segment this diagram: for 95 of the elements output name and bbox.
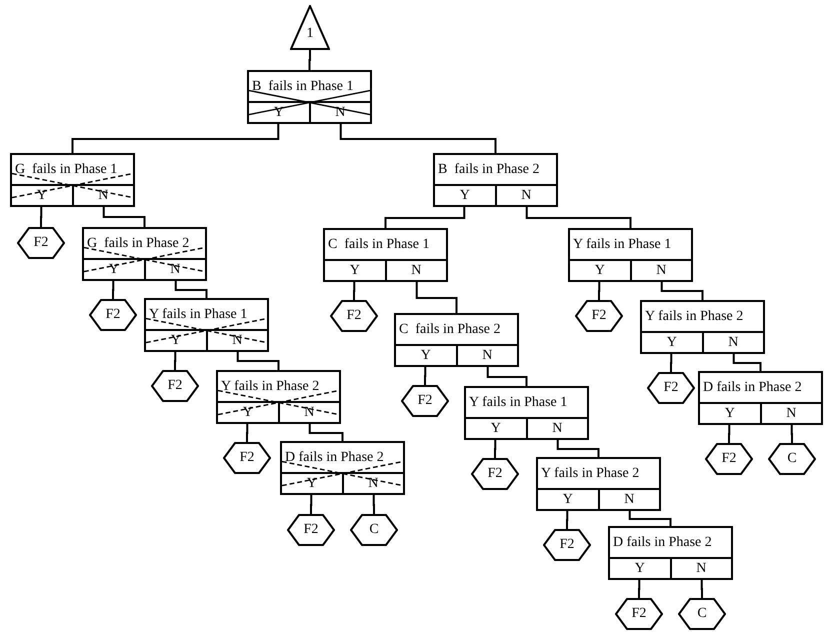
yes-label: Y — [562, 492, 573, 506]
end-label: F2 — [632, 607, 646, 621]
connector-line — [40, 207, 42, 227]
yes-label: Y — [634, 562, 645, 576]
end-label: F2 — [34, 236, 48, 250]
end-label: C — [697, 607, 707, 621]
yes-label: Y — [490, 422, 501, 436]
condition-label: Y fails in Phase 1 — [469, 396, 568, 410]
connector-line — [628, 511, 672, 526]
connector-line — [486, 367, 528, 386]
end-label: F2 — [722, 452, 736, 466]
connector-line — [308, 50, 311, 70]
connector-line — [526, 207, 632, 228]
end-label: F2 — [418, 394, 432, 408]
connector-line — [308, 424, 344, 441]
decision-box — [433, 153, 558, 207]
connector-line — [728, 425, 730, 443]
decision-box — [568, 228, 693, 282]
end-label: F2 — [168, 379, 182, 393]
end-label: F2 — [560, 538, 574, 552]
condition-label: D fails in Phase 2 — [285, 450, 384, 464]
no-label: N — [411, 264, 422, 278]
condition-label: Y fails in Phase 2 — [541, 466, 640, 480]
no-label: N — [521, 188, 532, 202]
no-label: N — [728, 336, 738, 350]
condition-label: G fails in Phase 2 — [87, 236, 190, 250]
condition-label: G fails in Phase 1 — [15, 162, 118, 176]
decision-box — [608, 526, 733, 580]
connector-line — [638, 580, 640, 598]
connector-line — [112, 281, 114, 299]
no-label: N — [304, 406, 314, 420]
connector-line — [732, 354, 762, 371]
condition-label: Y fails in Phase 2 — [221, 380, 320, 394]
yes-label: Y — [594, 264, 605, 278]
end-label: F2 — [346, 309, 362, 323]
connector-line — [556, 440, 600, 457]
no-label: N — [656, 264, 666, 278]
condition-label: Y fails in Phase 1 — [149, 308, 248, 322]
connector-line — [566, 511, 568, 529]
end-label: F2 — [664, 381, 678, 395]
no-label: N — [98, 188, 108, 202]
connector-line — [790, 425, 793, 443]
connector-line — [174, 281, 208, 298]
condition-label: C fails in Phase 2 — [399, 322, 500, 336]
no-label: N — [552, 422, 562, 436]
end-label: F2 — [592, 309, 606, 323]
decision-box — [698, 371, 823, 425]
end-label: C — [369, 523, 379, 537]
decision-box — [640, 300, 765, 354]
yes-label: Y — [350, 264, 360, 278]
connector-line — [700, 580, 703, 598]
no-label: N — [482, 348, 492, 362]
no-label: N — [696, 562, 706, 576]
decision-box — [323, 228, 448, 282]
connector-line — [416, 282, 458, 313]
end-label: C — [787, 452, 797, 466]
decision-box — [394, 313, 519, 367]
connector-line — [424, 367, 426, 385]
condition-label: B fails in Phase 2 — [438, 162, 540, 176]
yes-label: Y — [724, 406, 735, 420]
no-label: N — [368, 476, 378, 490]
start-label: 1 — [306, 27, 314, 41]
connector-line — [384, 207, 466, 228]
connector-line — [598, 282, 600, 300]
condition-label: D fails in Phase 2 — [703, 380, 802, 394]
decision-box — [536, 457, 661, 511]
connector-line — [72, 124, 280, 153]
connector-line — [494, 440, 496, 458]
condition-label: Y fails in Phase 2 — [645, 310, 744, 324]
connector-line — [353, 282, 356, 300]
end-label: F2 — [488, 467, 502, 481]
yes-label: Y — [460, 188, 470, 202]
condition-label: B fails in Phase 1 — [252, 80, 354, 94]
connector-line — [174, 352, 176, 370]
no-label: N — [232, 334, 242, 348]
connector-line — [670, 354, 672, 372]
end-label: F2 — [240, 451, 254, 465]
connector-line — [660, 282, 704, 300]
end-label: F2 — [304, 523, 318, 537]
end-label: F2 — [106, 308, 120, 322]
condition-label: Y fails in Phase 1 — [573, 238, 672, 252]
no-label: N — [170, 262, 180, 276]
connector-line — [246, 424, 248, 442]
connector-line — [236, 352, 280, 370]
condition-label: D fails in Phase 2 — [613, 536, 712, 550]
yes-label: Y — [666, 336, 677, 350]
connector-line — [372, 495, 375, 514]
yes-label: Y — [420, 348, 431, 362]
decision-box — [464, 386, 589, 440]
connector-line — [310, 495, 312, 514]
connector-line — [340, 124, 496, 153]
no-label: N — [786, 406, 796, 420]
no-label: N — [624, 492, 634, 506]
connector-line — [102, 207, 146, 227]
condition-label: C fails in Phase 1 — [328, 238, 430, 252]
